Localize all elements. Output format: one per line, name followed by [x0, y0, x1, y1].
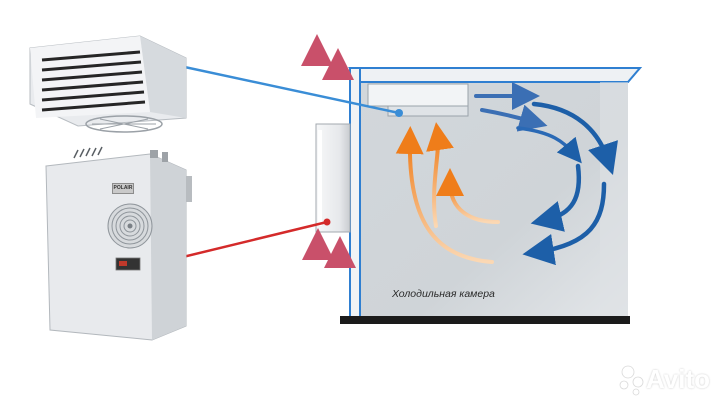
warm-air-flow: [395, 122, 500, 264]
warm-arrow-mid: [426, 122, 454, 228]
evaporator-unit: [367, 83, 469, 117]
cold-arrow-curve-small: [516, 126, 582, 164]
fan-grille-icon: [107, 203, 153, 249]
cold-arrow-curve-top: [531, 101, 618, 175]
watermark: Avito: [646, 364, 710, 395]
cold-arrow-curve-inner: [530, 163, 582, 232]
avito-dots-icon: [619, 365, 644, 396]
warm-arrow-inner: [436, 168, 500, 224]
wall-condenser-box: [315, 123, 351, 233]
cold-arrow-top-2: [480, 104, 548, 132]
watermark-text: Avito: [646, 364, 711, 394]
cold-air-flow: [474, 82, 618, 266]
room-ceiling: [348, 67, 643, 83]
air-cooler-unit: [29, 35, 187, 133]
hot-air-arrows: [301, 34, 356, 290]
room-label: Холодильная камера: [392, 288, 495, 300]
suction-line: [151, 58, 400, 115]
room-floor: [340, 316, 630, 324]
brand-badge: POLAIR: [112, 183, 134, 194]
cold-arrow-curve-right: [522, 181, 607, 266]
room-interior: [360, 82, 628, 318]
condensing-unit: [45, 146, 192, 341]
warm-arrow-outer: [395, 126, 494, 264]
